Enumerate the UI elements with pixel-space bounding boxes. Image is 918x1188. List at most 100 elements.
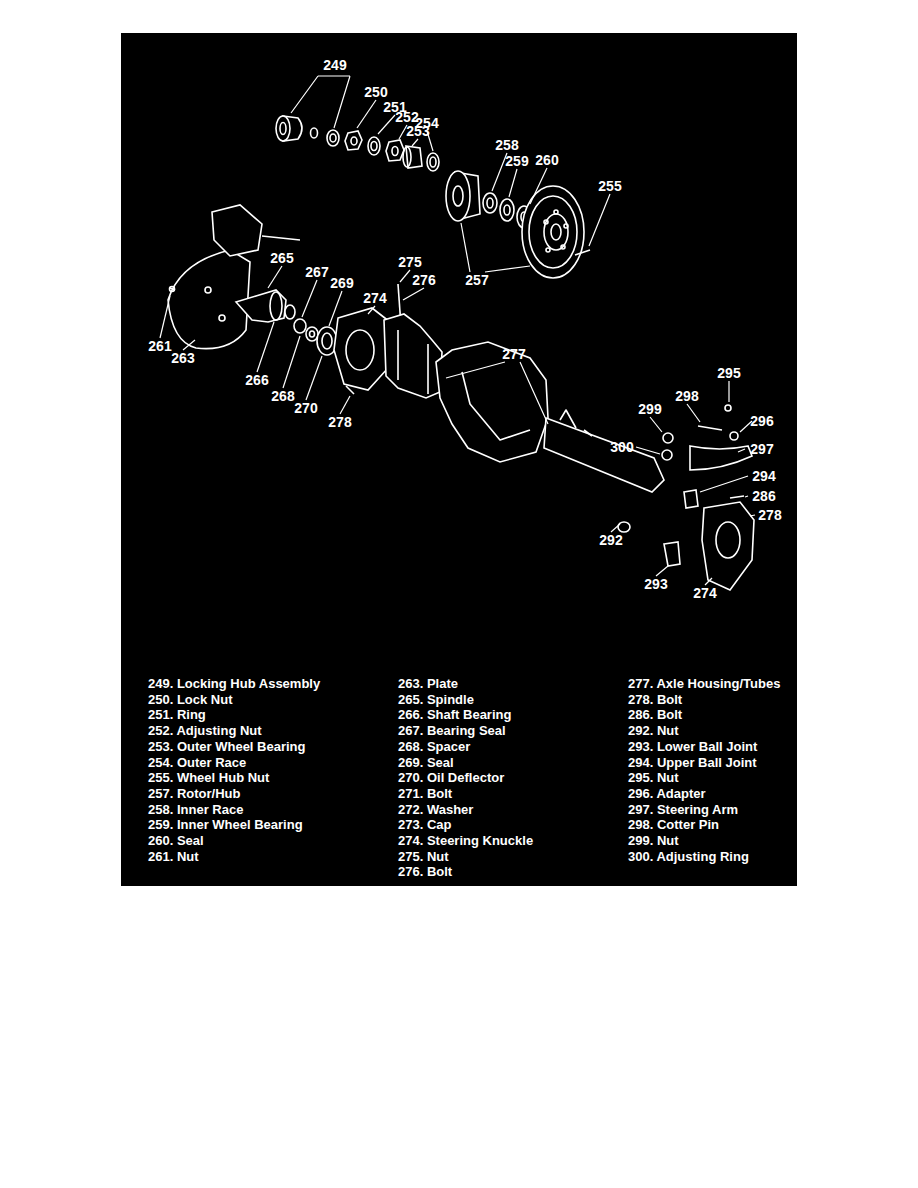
- rotor-hub-part: [446, 171, 470, 221]
- plate-and-caliper-part: [170, 287, 175, 292]
- parts-list-entry: 257. Rotor/Hub: [148, 787, 240, 800]
- callout-number: 270: [294, 401, 317, 415]
- parts-list-entry: 292. Nut: [628, 724, 679, 737]
- callout-number: 268: [271, 389, 294, 403]
- rotor-hub-part: [487, 198, 493, 208]
- callout-number: 298: [675, 389, 698, 403]
- parts-list-entry: 254. Outer Race: [148, 756, 246, 769]
- leader-lines-part: [291, 76, 350, 128]
- left-steering-knuckle: [334, 284, 442, 398]
- spindle-and-seals-part: [310, 331, 315, 337]
- callout-number: 274: [363, 291, 386, 305]
- callout-number: 297: [750, 442, 773, 456]
- parts-list-entry: 295. Nut: [628, 771, 679, 784]
- washer-rings-part: [430, 157, 436, 167]
- callout-number: 267: [305, 265, 328, 279]
- leader-lines-part: [357, 100, 376, 128]
- parts-list-entry: 286. Bolt: [628, 708, 682, 721]
- left-steering-knuckle-part: [346, 330, 374, 370]
- callout-number: 259: [505, 154, 528, 168]
- parts-list-entry: 255. Wheel Hub Nut: [148, 771, 269, 784]
- callout-number: 258: [495, 138, 518, 152]
- callout-number: 275: [398, 255, 421, 269]
- callout-number: 277: [502, 347, 525, 361]
- left-steering-knuckle-part: [398, 330, 428, 394]
- right-steering-parts-part: [698, 426, 722, 430]
- parts-list-entry: 267. Bearing Seal: [398, 724, 506, 737]
- right-steering-parts-part: [684, 490, 698, 508]
- callout-number: 292: [599, 533, 622, 547]
- parts-list-entry: 258. Inner Race: [148, 803, 243, 816]
- right-steering-parts-part: [730, 432, 738, 440]
- leader-lines-part: [656, 566, 668, 576]
- parts-list-entry: 278. Bolt: [628, 693, 682, 706]
- locking-hub: [276, 116, 302, 141]
- rotor-hub-part: [575, 250, 590, 255]
- plate-and-caliper-part: [205, 287, 211, 293]
- callout-number: 300: [610, 440, 633, 454]
- plate-and-caliper-part: [212, 205, 262, 256]
- washer-rings-part: [330, 134, 336, 142]
- leader-lines-part: [268, 266, 282, 288]
- parts-list-entry: 272. Washer: [398, 803, 473, 816]
- parts-list-entry: 275. Nut: [398, 850, 449, 863]
- washer-rings-part: [386, 140, 404, 161]
- leader-lines: [160, 76, 755, 585]
- callout-number: 249: [323, 58, 346, 72]
- parts-list-entry: 297. Steering Arm: [628, 803, 738, 816]
- parts-list-entry: 293. Lower Ball Joint: [628, 740, 757, 753]
- axle-housing-part: [618, 522, 630, 532]
- right-steering-parts-part: [716, 522, 740, 558]
- callout-number: 266: [245, 373, 268, 387]
- washer-rings-part: [403, 147, 411, 167]
- right-steering-parts-part: [662, 450, 672, 460]
- parts-list-entry: 276. Bolt: [398, 865, 452, 878]
- leader-lines-part: [728, 381, 729, 402]
- rotor-hub-part: [546, 248, 550, 252]
- callout-number: 274: [693, 586, 716, 600]
- parts-list-entry: 261. Nut: [148, 850, 199, 863]
- axle-housing: [436, 342, 664, 532]
- parts-list-entry: 265. Spindle: [398, 693, 474, 706]
- leader-lines-part: [399, 125, 407, 139]
- axle-housing-part: [462, 372, 530, 440]
- callout-number: 252: [395, 110, 418, 124]
- callout-number: 269: [330, 276, 353, 290]
- leader-lines-part: [530, 168, 547, 204]
- locking-hub-part: [280, 123, 286, 135]
- callout-number: 286: [752, 489, 775, 503]
- locking-hub-part: [276, 116, 290, 141]
- parts-list-entry: 269. Seal: [398, 756, 454, 769]
- parts-list-entry: 270. Oil Deflector: [398, 771, 504, 784]
- rotor-hub-part: [504, 205, 510, 215]
- plate-and-caliper: [168, 205, 300, 349]
- rotor-hub-part: [551, 224, 561, 240]
- parts-list-entry: 251. Ring: [148, 708, 206, 721]
- leader-lines-part: [750, 515, 755, 516]
- plate-and-caliper-part: [219, 315, 225, 321]
- rotor-hub-part: [483, 193, 497, 213]
- parts-list-entry: 299. Nut: [628, 834, 679, 847]
- left-steering-knuckle-part: [384, 314, 442, 398]
- leader-lines-part: [745, 496, 748, 497]
- left-steering-knuckle-part: [334, 308, 390, 390]
- washer-rings-part: [392, 147, 398, 156]
- leader-lines-part: [492, 153, 507, 191]
- callout-number: 293: [644, 577, 667, 591]
- right-steering-parts-part: [730, 496, 744, 498]
- rotor-hub-part: [561, 245, 565, 249]
- parts-list-entry: 266. Shaft Bearing: [398, 708, 511, 721]
- callout-number: 250: [364, 85, 387, 99]
- rotor-hub-part: [544, 220, 548, 224]
- callout-number: 299: [638, 402, 661, 416]
- washer-rings-part: [351, 137, 357, 145]
- axle-housing-part: [560, 410, 576, 428]
- leader-lines-part: [611, 524, 620, 532]
- leader-lines-part: [183, 340, 195, 350]
- plate-and-caliper-part: [262, 236, 300, 240]
- leader-lines-part: [368, 306, 375, 314]
- spindle-and-seals-part: [306, 327, 318, 341]
- right-steering-parts-part: [663, 433, 673, 443]
